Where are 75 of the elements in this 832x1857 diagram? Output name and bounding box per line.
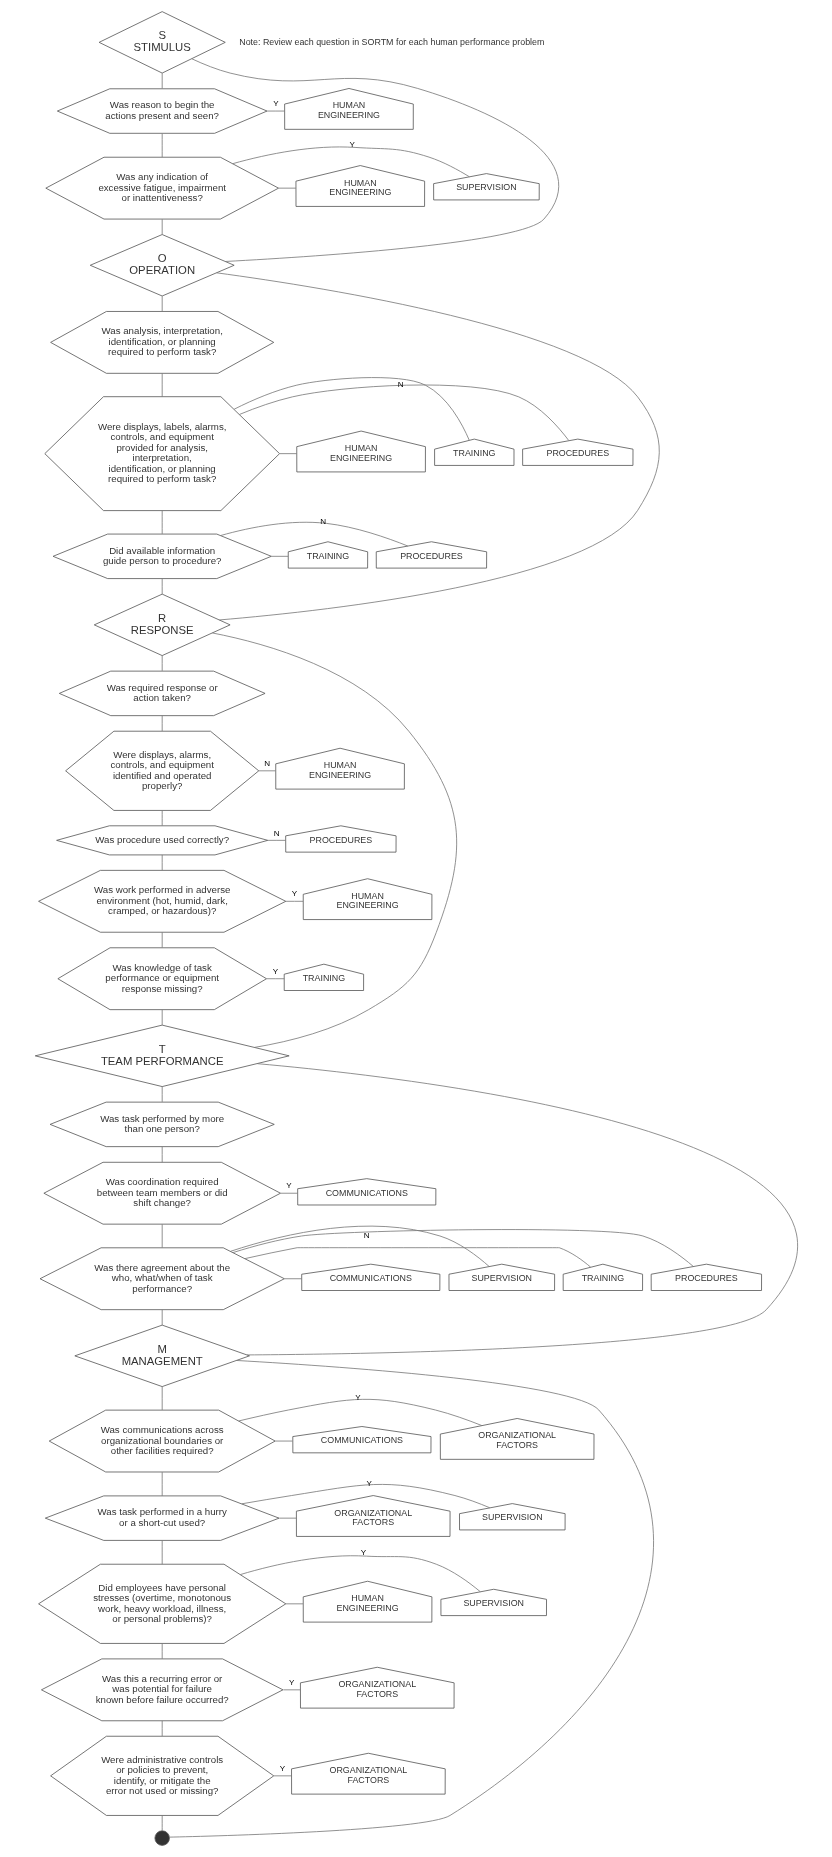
connector bbox=[246, 1063, 797, 1356]
connector bbox=[215, 272, 660, 621]
node-diamond: T TEAM PERFORMANCE bbox=[34, 1024, 290, 1087]
connector bbox=[237, 1398, 482, 1427]
connector bbox=[161, 295, 163, 312]
connector bbox=[161, 373, 163, 398]
connector bbox=[243, 1247, 591, 1268]
connector bbox=[161, 715, 163, 732]
edge-label: Y bbox=[285, 1181, 292, 1191]
node-diamond: O OPERATION bbox=[89, 234, 235, 297]
connector bbox=[277, 187, 296, 189]
edge-label: N bbox=[263, 758, 270, 768]
connector bbox=[257, 770, 276, 772]
connector bbox=[161, 854, 163, 871]
edge-label: Y bbox=[279, 1763, 285, 1773]
connector bbox=[161, 1309, 163, 1326]
node-diamond: M MANAGEMENT bbox=[73, 1324, 250, 1387]
connector bbox=[233, 377, 470, 441]
connector bbox=[267, 839, 286, 841]
edge-label: N bbox=[273, 828, 280, 838]
edge-label: Y bbox=[272, 966, 278, 976]
edge-label: Y bbox=[365, 1478, 372, 1488]
connector bbox=[229, 1225, 489, 1267]
connector bbox=[161, 578, 163, 595]
edge-label: Y bbox=[360, 1547, 366, 1557]
edge-label: N bbox=[363, 1231, 370, 1240]
connector bbox=[231, 146, 470, 178]
connector bbox=[283, 1278, 302, 1280]
connector bbox=[161, 1471, 163, 1497]
connector bbox=[279, 453, 297, 455]
connector bbox=[161, 133, 163, 158]
connector bbox=[278, 1517, 297, 1519]
connector bbox=[265, 978, 285, 980]
connector bbox=[161, 1643, 163, 1660]
node-circle bbox=[154, 1830, 170, 1846]
connector bbox=[161, 510, 163, 535]
connector bbox=[232, 1229, 694, 1267]
connector bbox=[161, 1009, 163, 1026]
node-diamond: R RESPONSE bbox=[93, 593, 230, 656]
connector bbox=[282, 1689, 301, 1691]
connector bbox=[161, 1223, 163, 1249]
connector bbox=[161, 1386, 163, 1411]
connector bbox=[274, 1440, 293, 1442]
connector bbox=[284, 900, 303, 902]
connector bbox=[161, 72, 163, 89]
edge-label: Y bbox=[272, 99, 279, 109]
connector bbox=[161, 810, 163, 826]
connector bbox=[161, 1540, 163, 1565]
edge-label: N bbox=[397, 380, 404, 390]
connector bbox=[161, 931, 163, 948]
connector bbox=[238, 384, 569, 441]
edge-label: N bbox=[319, 517, 326, 527]
label: Note: Review each question in SORTM for each human performance problem bbox=[238, 36, 544, 47]
edge-label: Y bbox=[291, 889, 297, 899]
connector bbox=[161, 1086, 163, 1103]
connector bbox=[161, 1720, 163, 1737]
connector bbox=[284, 1603, 303, 1605]
edge-label: Y bbox=[288, 1677, 294, 1687]
connector bbox=[239, 1555, 481, 1593]
connector bbox=[219, 521, 408, 547]
connector bbox=[266, 110, 285, 112]
connector bbox=[161, 655, 163, 672]
connector bbox=[273, 1775, 292, 1777]
connector bbox=[168, 1360, 653, 1838]
connector bbox=[161, 1146, 163, 1163]
connector bbox=[270, 555, 288, 557]
edge-label: Y bbox=[354, 1393, 361, 1403]
connector bbox=[279, 1192, 298, 1194]
connector bbox=[190, 58, 559, 262]
edge-label: Y bbox=[349, 140, 355, 150]
connector bbox=[240, 1484, 490, 1509]
node-diamond: S STIMULUS bbox=[98, 11, 226, 74]
connector bbox=[161, 1815, 163, 1831]
connector bbox=[211, 632, 457, 1048]
connector bbox=[161, 218, 163, 235]
